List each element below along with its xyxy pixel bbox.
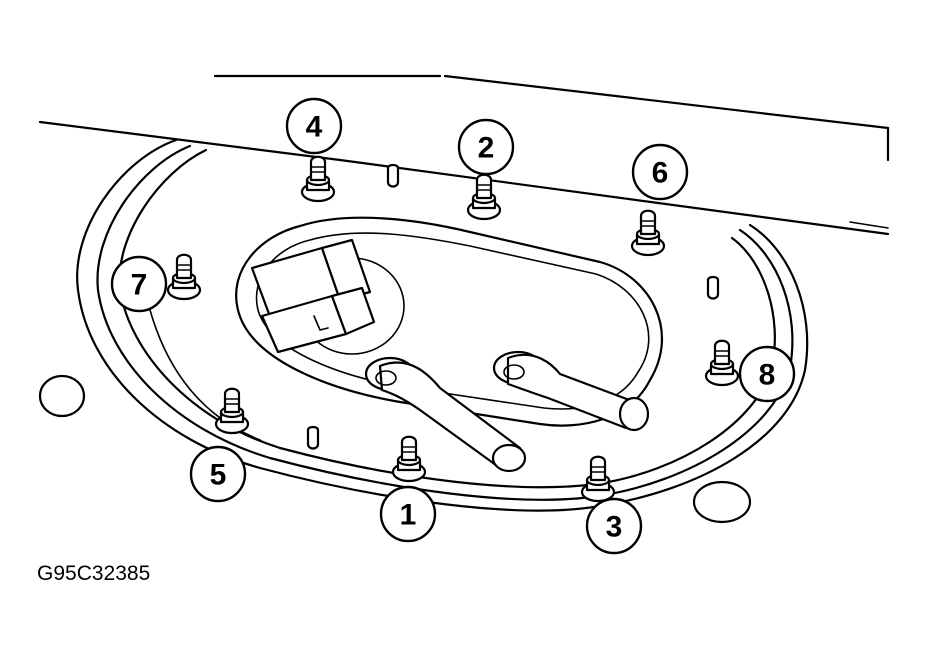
figure-code: G95C32385 [37,562,150,585]
mounting-studs [166,155,740,503]
callout-6: 6 [631,143,689,201]
callout-6-label: 6 [652,157,669,190]
stud-6 [630,209,666,257]
stud-7 [166,253,202,301]
floor-hole-right [692,480,752,524]
callout-8: 8 [738,345,796,403]
callout-3: 3 [585,497,643,555]
floor-hole-left [38,374,86,418]
fuel-tube-right [492,350,650,432]
callout-1: 1 [379,485,437,543]
callout-7: 7 [110,255,168,313]
callout-5-label: 5 [210,459,227,492]
locating-pin [306,163,720,450]
callout-2: 2 [457,118,515,176]
callout-3-label: 3 [606,511,623,544]
frame-rail [38,74,890,236]
fuel-tube-left [364,356,527,473]
stud-3 [580,455,616,503]
callout-4-label: 4 [306,111,323,144]
stud-4 [300,155,336,203]
stud-1 [391,435,427,483]
stud-8 [704,339,740,387]
callout-8-label: 8 [759,359,776,392]
callout-1-label: 1 [400,499,417,532]
callout-5: 5 [189,445,247,503]
tank-rim [76,138,809,512]
callout-7-label: 7 [131,269,148,302]
callout-4: 4 [285,97,343,155]
electrical-connector [250,238,376,354]
callout-2-label: 2 [478,132,495,165]
stud-5 [214,387,250,435]
